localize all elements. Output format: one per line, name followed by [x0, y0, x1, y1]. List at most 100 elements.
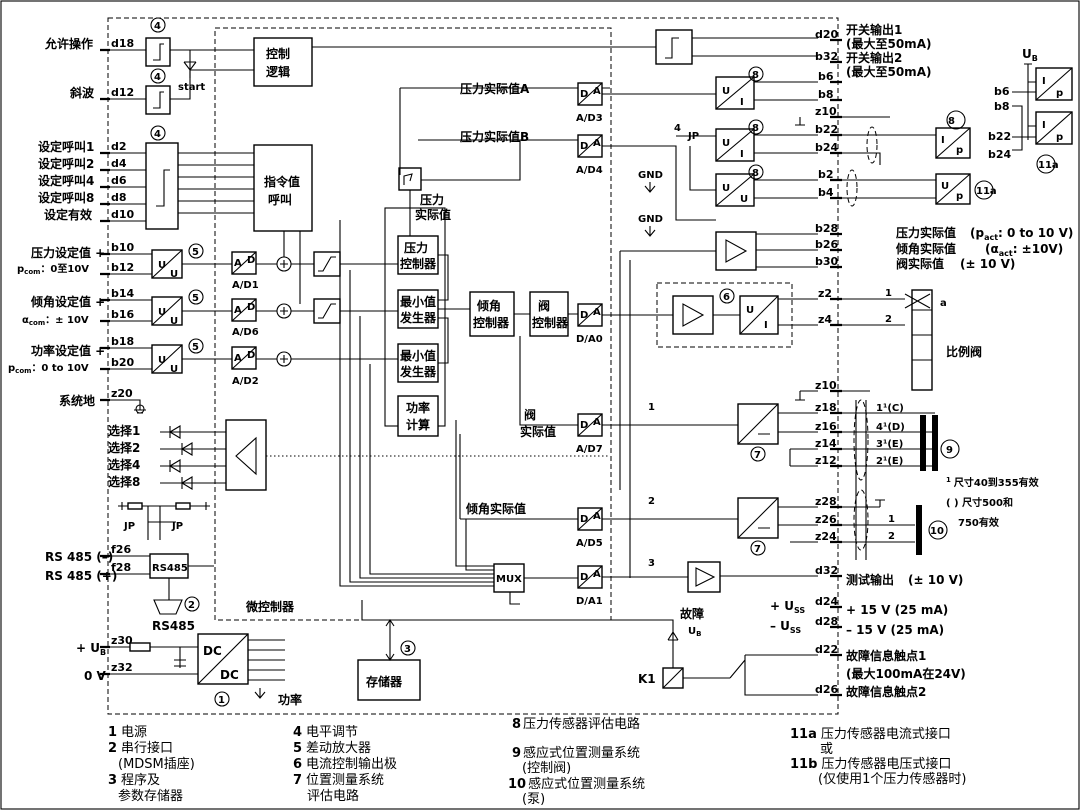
- svg-text:U: U: [170, 364, 178, 375]
- enable-label: 允许操作: [44, 36, 93, 51]
- control-logic-block: [253, 37, 313, 87]
- svg-text:I: I: [764, 320, 768, 331]
- svg-text:倾角: 倾角: [476, 298, 501, 313]
- pin-f28: f28: [111, 561, 131, 574]
- svg-text:U: U: [941, 181, 949, 192]
- pin-d12: d12: [111, 86, 134, 99]
- note-2: ( ) 尺寸500和: [946, 496, 1013, 509]
- svg-text:2: 2: [885, 314, 892, 325]
- svg-text:b22: b22: [815, 123, 838, 136]
- svg-text:b22: b22: [988, 130, 1011, 143]
- select-buffer: [225, 419, 267, 491]
- svg-text:b30: b30: [815, 255, 839, 268]
- pin-d4: d4: [111, 157, 127, 170]
- svg-text:I: I: [941, 135, 945, 146]
- legend-item: (泵): [522, 792, 545, 807]
- svg-text:U: U: [158, 260, 166, 271]
- left-inputs: 允许操作 斜波 设定呼叫1 设定呼叫2 设定呼叫4 设定呼叫8 设定有效 压力设…: [8, 36, 140, 683]
- svg-text:3: 3: [648, 558, 655, 569]
- svg-text:1: 1: [885, 288, 892, 299]
- svg-text:A/D3: A/D3: [576, 113, 603, 124]
- mux-block: [493, 563, 525, 593]
- svg-text:z14: z14: [815, 437, 837, 450]
- svg-text:A: A: [234, 258, 242, 269]
- select1-label: 选择1: [108, 423, 140, 438]
- svg-text:A: A: [234, 353, 242, 364]
- svg-text:控制器: 控制器: [400, 256, 437, 271]
- svg-text:D: D: [247, 302, 255, 313]
- pressure-actual-a-label: 压力实际值A: [460, 81, 530, 96]
- left-pins: d18 d12 d2 d4 d6 d8 d10 b10 b12 b14 b16 …: [100, 37, 135, 676]
- switch-out1-label: 开关输出1: [846, 22, 902, 37]
- svg-text:I: I: [1042, 120, 1046, 131]
- switch-output-schmitt: [655, 29, 693, 65]
- svg-text:D: D: [580, 572, 588, 583]
- valve-actual-text1: 阀: [524, 408, 536, 422]
- svg-text:JP: JP: [171, 521, 183, 532]
- legend-item: 评估电路: [307, 788, 359, 804]
- svg-text:D/A1: D/A1: [576, 596, 603, 607]
- svg-text:A: A: [593, 138, 601, 149]
- power-led-label: 功率: [278, 692, 302, 707]
- svg-text:6: 6: [723, 292, 730, 303]
- svg-text:9: 9: [946, 445, 953, 456]
- svg-text:d24: d24: [815, 595, 839, 608]
- start-label: start: [178, 82, 205, 93]
- valve-actual-right-label: 阀实际值: [896, 256, 944, 271]
- min-generator-1-block: [397, 289, 439, 329]
- svg-text:d28: d28: [815, 615, 838, 628]
- svg-text:1: 1: [648, 402, 655, 413]
- svg-text:b6: b6: [818, 70, 834, 83]
- svg-text:2: 2: [648, 496, 655, 507]
- pressure-actual-text2: 实际值: [415, 207, 451, 222]
- svg-text:b4: b4: [818, 186, 834, 199]
- svg-text:D: D: [247, 350, 255, 361]
- note-3: 750有效: [958, 516, 1000, 529]
- svg-text:b24: b24: [988, 148, 1012, 161]
- svg-text:z4: z4: [818, 313, 832, 326]
- fault2-label: 故障信息触点2: [846, 684, 926, 699]
- ub-plus-label: + UB: [76, 641, 106, 657]
- setpoint-call-text2: 呼叫: [268, 192, 292, 207]
- zero-v-label: 0 V: [84, 669, 107, 683]
- left-pin-stubs: [100, 48, 110, 676]
- svg-text:7: 7: [754, 544, 761, 555]
- fault1-max-label: (最大100mA在24V): [846, 666, 966, 681]
- select-leds: [160, 419, 610, 491]
- right-pins: d20 b32 b6 b8 z10 b22 b24 b2 b4 b28 b26 …: [815, 28, 842, 697]
- svg-text:D: D: [580, 89, 588, 100]
- microcontroller-label: 微控制器: [245, 599, 295, 614]
- svg-text:2: 2: [188, 600, 195, 611]
- svg-text:A: A: [234, 305, 242, 316]
- switch-out2-max: (最大至50mA): [846, 64, 931, 79]
- svg-text:z18: z18: [815, 401, 837, 414]
- pressure-actual-b-label: 压力实际值B: [460, 129, 529, 144]
- svg-text:z12: z12: [815, 454, 837, 467]
- svg-text:A/D1: A/D1: [232, 280, 259, 291]
- svg-text:A/D5: A/D5: [576, 538, 603, 549]
- summing-and-ramps: [256, 231, 385, 367]
- fault-ub-label: UB: [688, 626, 701, 638]
- svg-text:D: D: [580, 514, 588, 525]
- svg-text:p: p: [1056, 132, 1063, 143]
- power-range-label: pcom：0 to 10V: [8, 363, 89, 375]
- rs485-plus-label: RS 485 (+): [45, 569, 117, 583]
- svg-text:计算: 计算: [406, 417, 430, 432]
- svg-text:A: A: [593, 569, 601, 580]
- svg-text:5: 5: [192, 293, 199, 304]
- svg-text:3¹(E): 3¹(E): [876, 439, 903, 450]
- svg-text:1¹(C): 1¹(C): [876, 403, 904, 414]
- legend-item: (控制阀): [522, 761, 571, 776]
- controller-column: 压力 实际值 压力 控制器 最小值 发生器 最小值 发生器 功率 计算: [384, 87, 610, 437]
- svg-text:1: 1: [888, 514, 895, 525]
- rs485-minus-label: RS 485 (–): [45, 550, 113, 564]
- svg-text:控制器: 控制器: [473, 315, 510, 330]
- svg-text:z24: z24: [815, 530, 837, 543]
- svg-text:b6: b6: [994, 85, 1010, 98]
- svg-text:b32: b32: [815, 50, 838, 63]
- svg-text:MUX: MUX: [496, 574, 522, 585]
